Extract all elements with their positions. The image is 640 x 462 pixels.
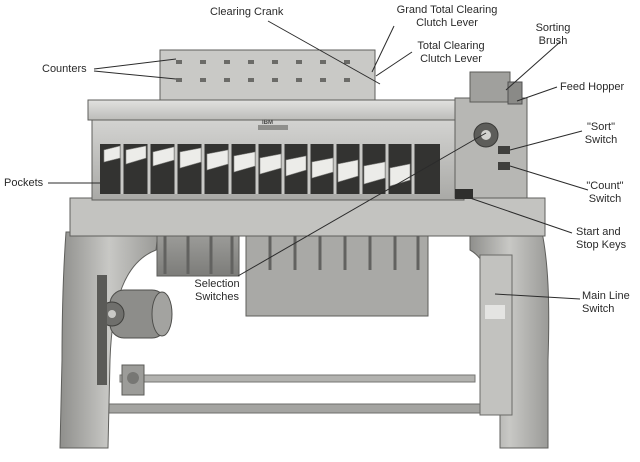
feed-unit bbox=[454, 71, 528, 199]
leader-start-stop bbox=[469, 197, 573, 234]
label-grand-total-clearing-clutch-lever: Grand Total Clearing Clutch Lever bbox=[385, 4, 509, 30]
machine-nameplate-text: IBM bbox=[262, 120, 273, 126]
floor-bar-lower bbox=[87, 403, 524, 414]
leader-selection bbox=[237, 132, 487, 277]
leader-counters-2 bbox=[93, 70, 177, 80]
leader-sort-switch bbox=[509, 130, 583, 151]
nameplate bbox=[258, 125, 288, 130]
leader-lines bbox=[48, 20, 589, 300]
pockets bbox=[100, 144, 440, 194]
leader-feed-hopper bbox=[516, 86, 558, 102]
label-start-stop-line2: Stop Keys bbox=[576, 239, 627, 251]
machine-nameplate-logo: IBM bbox=[262, 120, 273, 126]
left-leg bbox=[59, 231, 159, 449]
label-sorting-brush-line2: Brush bbox=[538, 35, 568, 47]
main-switch-plate bbox=[485, 305, 505, 319]
label-selection-line2: Switches bbox=[194, 291, 240, 303]
bin-ribs bbox=[163, 236, 420, 274]
label-sorting-brush: Sorting Brush bbox=[528, 22, 578, 48]
machine-top-rail bbox=[87, 99, 469, 121]
label-feed-hopper: Feed Hopper bbox=[560, 81, 624, 94]
label-counters-text: Counters bbox=[42, 63, 87, 75]
leader-grand-total bbox=[371, 25, 395, 73]
counter-box bbox=[159, 49, 376, 101]
leader-sorting-brush bbox=[505, 41, 561, 91]
label-count-switch-line2: Switch bbox=[588, 193, 622, 205]
label-main-line-switch: Main Line Switch bbox=[582, 290, 630, 316]
leader-counters-1 bbox=[93, 58, 177, 70]
label-clearing-crank-text: Clearing Crank bbox=[210, 6, 284, 18]
label-count-switch-line1: "Count" bbox=[586, 180, 624, 192]
label-selection-line1: Selection bbox=[194, 278, 240, 290]
drive-belt bbox=[97, 275, 107, 385]
label-clearing-crank: Clearing Crank bbox=[210, 6, 283, 19]
label-counters: Counters bbox=[42, 63, 87, 76]
card-bin-center bbox=[245, 235, 429, 317]
label-main-line-line1: Main Line bbox=[582, 290, 630, 302]
leader-main-line bbox=[494, 293, 581, 300]
label-total-clearing-line1: Total Clearing bbox=[417, 40, 485, 52]
label-sort-switch: "Sort" Switch bbox=[578, 121, 624, 147]
label-sorting-brush-line1: Sorting bbox=[535, 22, 571, 34]
label-start-stop-keys: Start and Stop Keys bbox=[576, 226, 626, 252]
label-feed-hopper-text: Feed Hopper bbox=[560, 81, 625, 93]
machine-frame bbox=[69, 197, 546, 237]
label-start-stop-line1: Start and bbox=[576, 226, 621, 238]
label-sort-switch-line2: Switch bbox=[584, 134, 618, 146]
label-count-switch: "Count" Switch bbox=[578, 180, 632, 206]
main-switch-panel bbox=[479, 254, 513, 416]
card-bin-left bbox=[156, 235, 240, 277]
floor-bracket bbox=[121, 364, 145, 396]
label-pockets: Pockets bbox=[4, 177, 43, 190]
label-total-clearing-line2: Clutch Lever bbox=[420, 53, 482, 65]
label-grand-total-line1: Grand Total Clearing bbox=[396, 4, 498, 16]
label-sort-switch-line1: "Sort" bbox=[587, 121, 615, 133]
label-pockets-text: Pockets bbox=[4, 177, 44, 189]
label-main-line-line2: Switch bbox=[582, 303, 615, 315]
leader-total-clearing bbox=[375, 51, 413, 77]
label-total-clearing-clutch-lever: Total Clearing Clutch Lever bbox=[410, 40, 492, 66]
floor-bar-upper bbox=[119, 374, 476, 383]
label-grand-total-line2: Clutch Lever bbox=[416, 17, 478, 29]
leader-count-switch bbox=[509, 165, 589, 191]
leader-clearing-crank bbox=[267, 20, 381, 85]
label-selection-switches: Selection Switches bbox=[186, 278, 248, 304]
